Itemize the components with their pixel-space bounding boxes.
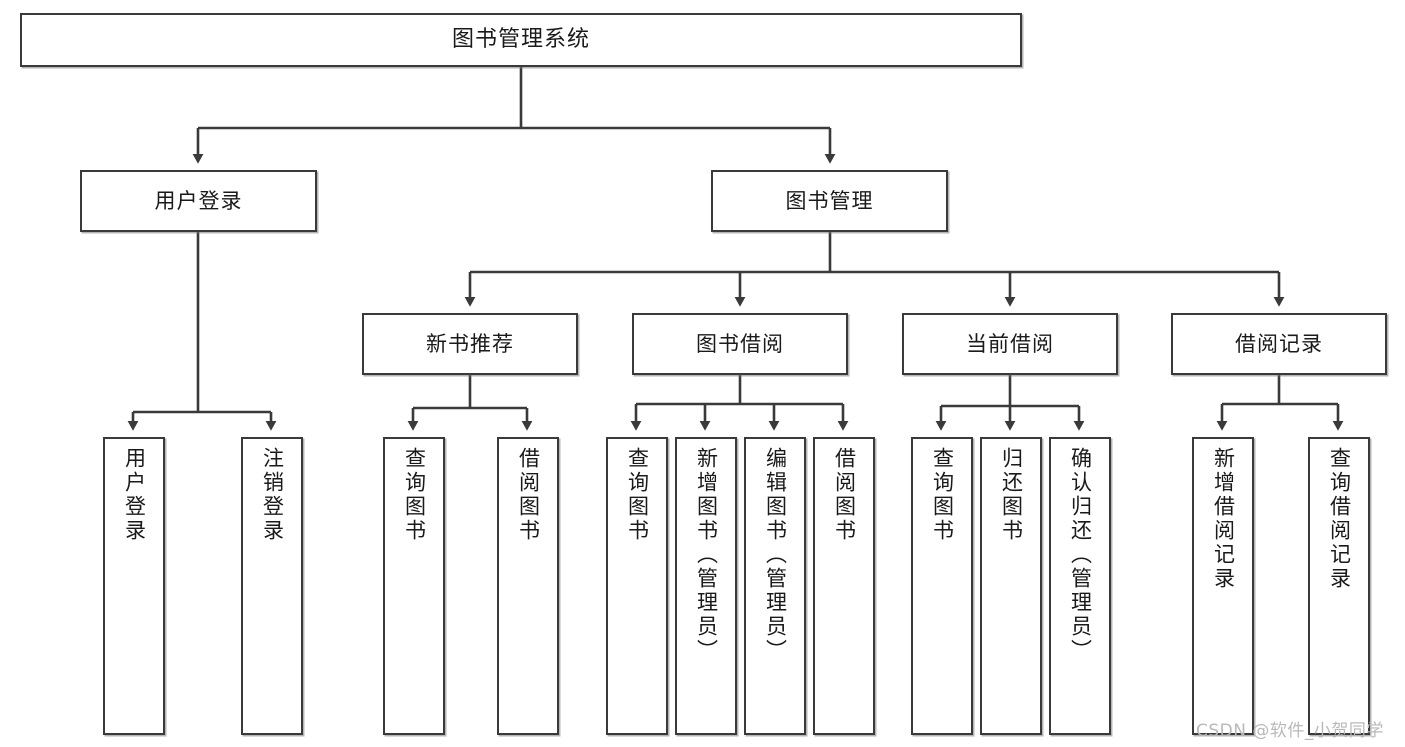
node-leaf-borrow-book-2-label: 借阅图书 [832, 447, 857, 543]
node-book-manage-label: 图书管理 [785, 188, 874, 213]
node-leaf-user-logout-label: 注销登录 [260, 447, 285, 543]
csdn-watermark: CSDN @软件_小贺同学 [1196, 721, 1384, 741]
node-current-borrow[interactable]: 当前借阅 [902, 313, 1118, 375]
node-leaf-borrow-book-1[interactable]: 借阅图书 [497, 437, 559, 735]
node-leaf-query-book-3-label: 查询图书 [930, 447, 955, 543]
node-book-borrow[interactable]: 图书借阅 [632, 313, 848, 375]
node-book-borrow-label: 图书借阅 [696, 331, 784, 356]
node-leaf-query-book-2-label: 查询图书 [625, 447, 650, 543]
node-root-label: 图书管理系统 [451, 27, 590, 53]
node-root[interactable]: 图书管理系统 [20, 13, 1022, 67]
node-borrow-record[interactable]: 借阅记录 [1171, 313, 1387, 375]
node-book-manage[interactable]: 图书管理 [711, 170, 948, 232]
node-leaf-query-record-label: 查询借阅记录 [1327, 447, 1352, 591]
node-user-login-label: 用户登录 [154, 188, 243, 213]
node-leaf-add-record[interactable]: 新增借阅记录 [1192, 437, 1254, 735]
node-leaf-query-book-1[interactable]: 查询图书 [383, 437, 445, 735]
node-leaf-add-record-label: 新增借阅记录 [1211, 447, 1236, 591]
node-leaf-query-record[interactable]: 查询借阅记录 [1308, 437, 1370, 735]
node-leaf-borrow-book-1-label: 借阅图书 [516, 447, 541, 543]
node-leaf-borrow-book-2[interactable]: 借阅图书 [813, 437, 875, 735]
node-new-book-recommend[interactable]: 新书推荐 [362, 313, 578, 375]
node-borrow-record-label: 借阅记录 [1235, 331, 1323, 356]
node-leaf-user-login-label: 用户登录 [122, 447, 147, 543]
node-leaf-confirm-return[interactable]: 确认归还（管理员） [1049, 437, 1111, 735]
node-leaf-return-book-label: 归还图书 [999, 447, 1024, 543]
node-leaf-add-book-label: 新增图书（管理员） [694, 447, 719, 663]
node-current-borrow-label: 当前借阅 [966, 331, 1054, 356]
node-leaf-query-book-2[interactable]: 查询图书 [606, 437, 668, 735]
node-leaf-user-logout[interactable]: 注销登录 [241, 437, 303, 735]
node-leaf-add-book[interactable]: 新增图书（管理员） [675, 437, 737, 735]
node-leaf-user-login[interactable]: 用户登录 [103, 437, 165, 735]
node-new-book-recommend-label: 新书推荐 [426, 331, 514, 356]
node-leaf-edit-book[interactable]: 编辑图书（管理员） [744, 437, 806, 735]
node-leaf-edit-book-label: 编辑图书（管理员） [763, 447, 788, 663]
node-leaf-confirm-return-label: 确认归还（管理员） [1068, 447, 1093, 663]
node-leaf-query-book-1-label: 查询图书 [402, 447, 427, 543]
node-leaf-query-book-3[interactable]: 查询图书 [911, 437, 973, 735]
node-leaf-return-book[interactable]: 归还图书 [980, 437, 1042, 735]
node-user-login[interactable]: 用户登录 [80, 170, 317, 232]
